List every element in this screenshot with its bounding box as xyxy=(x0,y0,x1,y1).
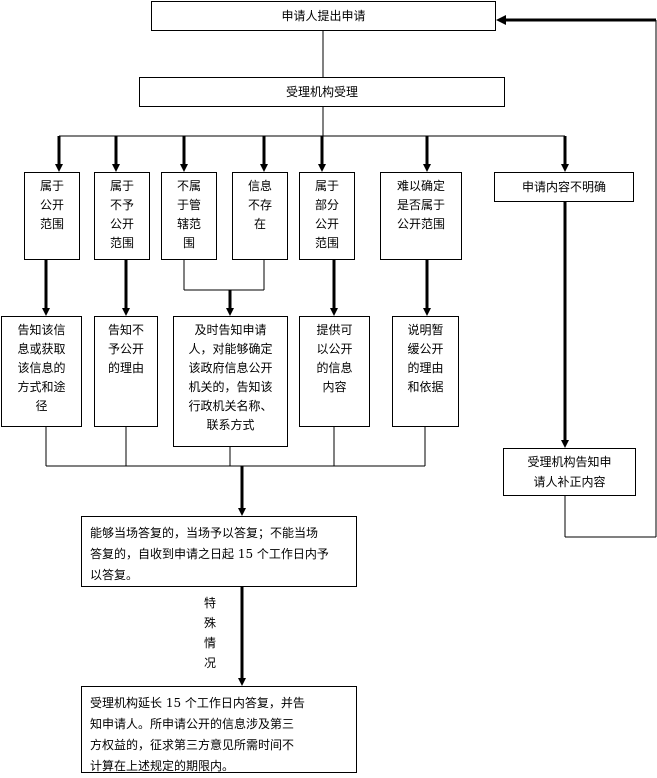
node-extend: 受理机构延长 15 个工作日内答复，并告 知申请人。所申请公开的信息涉及第三 方… xyxy=(81,686,357,773)
node-res-public: 告知该信 息或获取 该信息的 方式和途 径 xyxy=(1,316,82,427)
node-cat-not-public: 属于 不予 公开 范围 xyxy=(94,172,150,260)
arrow-to-extend-head xyxy=(238,678,246,686)
node-cat-not-exist: 信息 不存 在 xyxy=(232,172,288,260)
arrow-to-cat-unclear-head xyxy=(561,164,569,172)
node-cat-public: 属于 公开 范围 xyxy=(24,172,80,260)
arrow-to-res-public-head xyxy=(42,308,50,316)
node-cat-not-jurisdiction: 不属 于管 辖范 围 xyxy=(161,172,217,260)
arrow-to-res-not-public-head xyxy=(122,308,130,316)
arrow-to-res-partial-head xyxy=(330,308,338,316)
arrow-to-res-unclear-head xyxy=(561,440,569,448)
node-accept: 受理机构受理 xyxy=(139,77,505,107)
label-special: 特 殊 情 况 xyxy=(203,596,216,670)
node-cat-uncertain: 难以确定 是否属于 公开范围 xyxy=(380,172,462,260)
arrow-to-res-jurisdiction-head xyxy=(226,308,234,316)
node-apply: 申请人提出申请 xyxy=(151,1,496,31)
arrow-to-cat-public-head xyxy=(55,164,63,172)
arrow-to-answer-head xyxy=(238,508,246,516)
loop-arrowhead xyxy=(496,15,506,25)
arrow-to-cat-partial-head xyxy=(318,164,326,172)
arrow-to-cat-uncertain-head xyxy=(423,164,431,172)
arrow-to-cat-not-jurisdiction-head xyxy=(180,164,188,172)
node-res-not-public: 告知不 予公开 的理由 xyxy=(94,316,158,427)
node-res-unclear: 受理机构告知申 请人补正内容 xyxy=(503,448,636,496)
node-cat-partial: 属于 部分 公开 范围 xyxy=(299,172,355,260)
arrow-to-cat-not-public-head xyxy=(112,164,120,172)
arrow-to-res-uncertain-head xyxy=(423,308,431,316)
arrow-to-cat-not-exist-head xyxy=(260,164,268,172)
node-res-jurisdiction: 及时告知申请 人，对能够确定 该政府信息公开 机关的，告知该 行政机关名称、 联… xyxy=(173,316,288,447)
node-cat-unclear: 申请内容不明确 xyxy=(494,172,634,202)
node-res-partial: 提供可 以公开 的信息 内容 xyxy=(299,316,370,427)
node-res-uncertain: 说明暂 缓公开 的理由 和依据 xyxy=(392,316,459,427)
node-answer: 能够当场答复的，当场予以答复；不能当场 答复的，自收到申请之日起 15 个工作日… xyxy=(81,516,357,587)
